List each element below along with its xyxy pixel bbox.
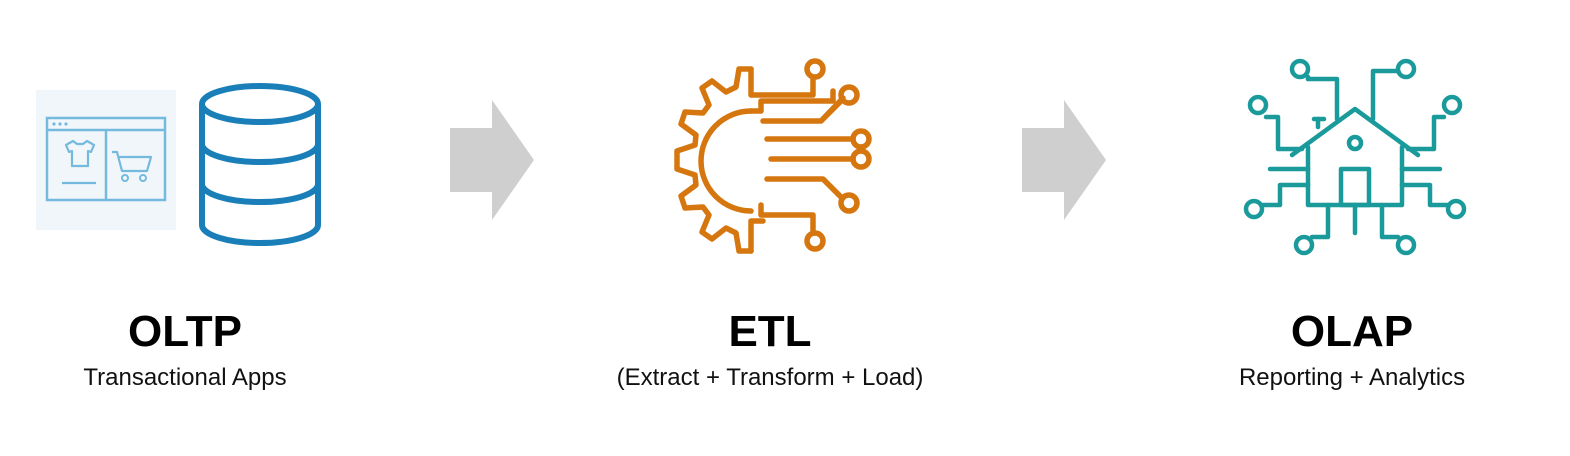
- database-icon: [199, 83, 321, 246]
- data-warehouse-house-icon: [1243, 58, 1467, 256]
- gear-circuit-icon: [674, 58, 872, 254]
- arrow-right-icon: [1022, 100, 1106, 220]
- stage-title-olap: OLAP: [1290, 307, 1414, 356]
- stage-subtitle-oltp: Transactional Apps: [83, 364, 287, 391]
- arrow-right-icon: [450, 100, 534, 220]
- stage-subtitle-etl: (Extract + Transform + Load): [616, 364, 924, 391]
- stage-title-etl: ETL: [728, 307, 812, 356]
- stage-subtitle-olap: Reporting + Analytics: [1238, 364, 1466, 391]
- web-shop-icon: [36, 90, 176, 230]
- stage-title-oltp: OLTP: [127, 307, 243, 356]
